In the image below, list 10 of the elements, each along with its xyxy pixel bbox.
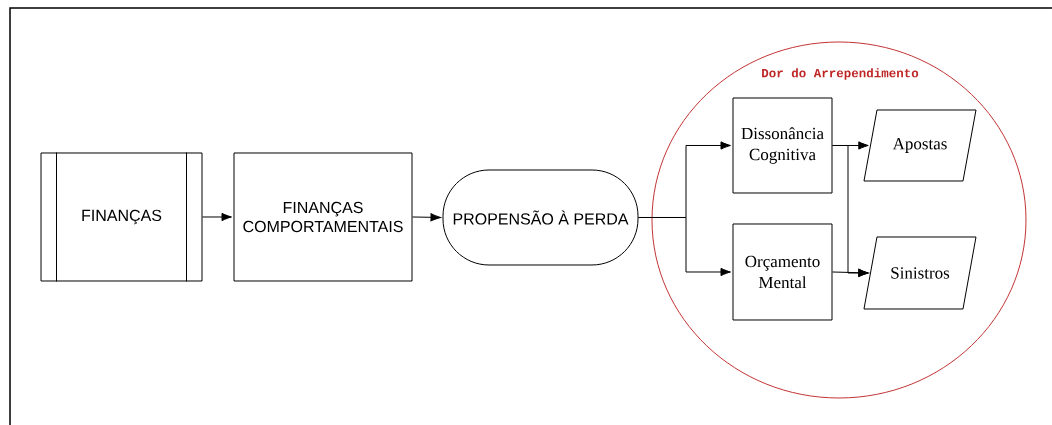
arrow xyxy=(832,268,869,277)
process-box: FINANÇAS COMPORTAMENTAIS xyxy=(233,152,413,282)
process-box: Orçamento Mental xyxy=(732,223,833,321)
arrow xyxy=(202,212,232,222)
arrow xyxy=(412,213,441,222)
data-parallelogram: Sinistros xyxy=(863,236,977,310)
data-parallelogram: Apostas xyxy=(863,109,977,182)
process-box: Dissonância Cognitiva xyxy=(732,97,833,194)
arrow xyxy=(638,217,731,277)
process-box: FINANÇAS xyxy=(40,152,203,282)
